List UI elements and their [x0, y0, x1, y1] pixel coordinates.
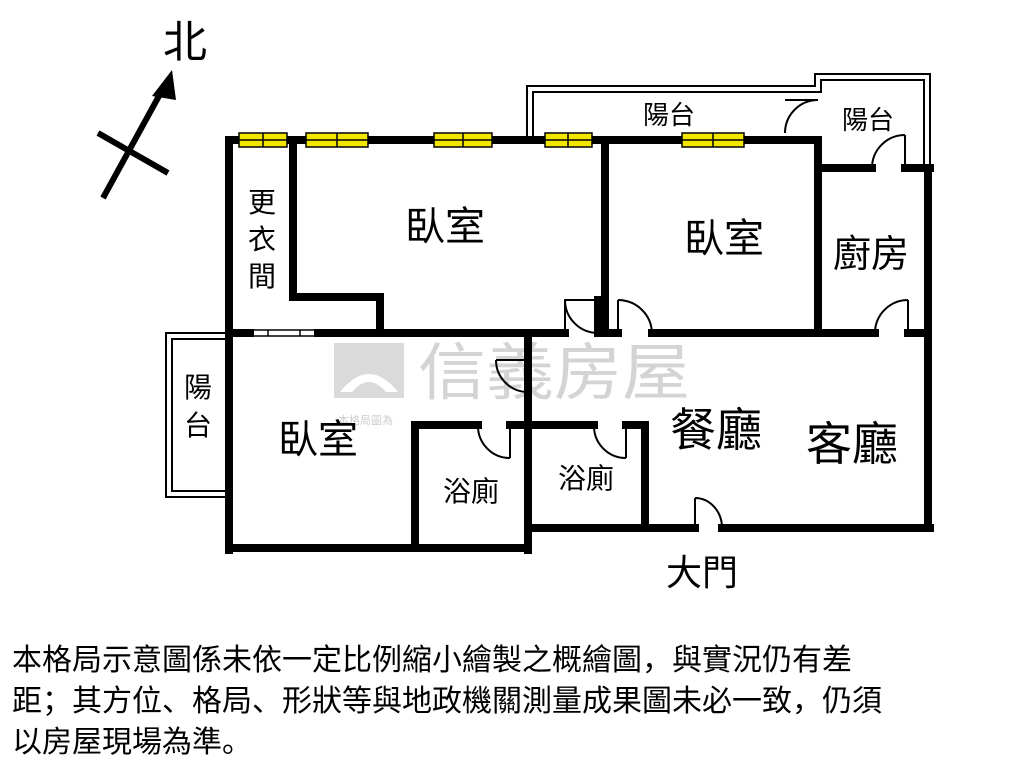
label-bathroom-2: 浴廁: [558, 462, 614, 495]
door-swing-icon: [784, 99, 819, 134]
door-swing-icon: [874, 299, 909, 334]
door-swing-icon: [617, 299, 653, 334]
label-bathroom-1: 浴廁: [443, 475, 499, 508]
compass-cross-line: [96, 130, 170, 176]
door-swings: [476, 99, 909, 529]
watermark-logo-icon: [334, 343, 404, 398]
label-bedroom-north: 臥室: [405, 204, 485, 250]
label-main-door: 大門: [666, 553, 738, 594]
door-swing-icon: [694, 497, 723, 529]
label-bedroom-southwest: 臥室: [278, 417, 358, 463]
label-kitchen: 廚房: [833, 232, 909, 276]
label-closet-2: 衣: [248, 223, 276, 256]
label-balcony-left-2: 台: [184, 409, 212, 442]
door-swing-icon: [495, 359, 529, 393]
door-swing-icon: [592, 424, 627, 459]
label-dining: 餐廳: [670, 403, 762, 457]
balcony-left-outline: [165, 332, 229, 498]
door-swing-icon: [476, 424, 511, 459]
label-closet-1: 更: [248, 186, 276, 219]
watermark-note: 本格局圖為: [338, 413, 393, 427]
room-labels: 陽台 陽台 陽 台 更 衣 間 臥室 臥室 臥室 廚房 浴廁 浴廁 餐廳 客廳 …: [184, 101, 909, 594]
label-bedroom-middle: 臥室: [684, 216, 764, 262]
compass-arrow-head-icon: [152, 70, 176, 100]
label-balcony-top-right: 陽台: [842, 106, 894, 136]
door-swing-icon: [563, 299, 599, 334]
label-balcony-top: 陽台: [643, 101, 695, 131]
watermark-brand: 信義房屋: [418, 336, 690, 409]
compass: 北: [96, 17, 207, 200]
disclaimer-line-2: 距；其方位、格局、形狀等與地政機關測量成果圖未必一致，仍須: [12, 684, 882, 719]
windows: [238, 132, 745, 148]
compass-north-label: 北: [163, 17, 207, 68]
door-swing-icon: [871, 134, 906, 169]
label-closet-3: 間: [248, 260, 276, 293]
compass-arrow-shaft: [100, 83, 168, 200]
balcony-top-outline: [526, 73, 931, 168]
watermark: 信義房屋 本格局圖為: [334, 336, 690, 427]
disclaimer-line-1: 本格局示意圖係未依一定比例縮小繪製之概繪圖，與實況仍有差: [12, 643, 852, 678]
disclaimer-line-3: 以房屋現場為準。: [12, 725, 252, 760]
label-balcony-left-1: 陽: [184, 371, 212, 404]
label-living: 客廳: [806, 417, 898, 471]
disclaimer: 本格局示意圖係未依一定比例縮小繪製之概繪圖，與實況仍有差 距；其方位、格局、形狀…: [12, 640, 1012, 763]
